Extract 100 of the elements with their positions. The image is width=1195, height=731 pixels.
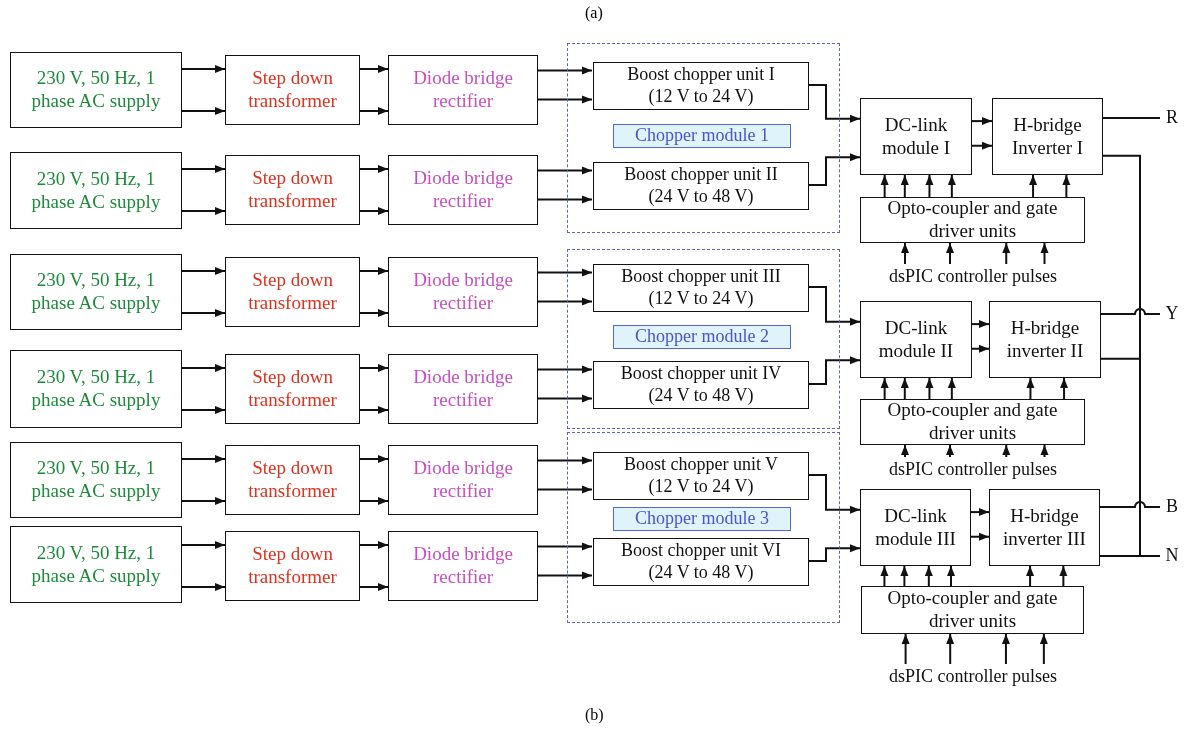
- arrow: [181, 455, 226, 463]
- box-label: Opto-coupler and gate driver units: [886, 587, 1059, 633]
- arrow: [925, 377, 934, 400]
- terminal-label: B: [1160, 493, 1184, 521]
- box-label: 230 V, 50 Hz, 1 phase AC supply: [30, 541, 162, 588]
- box-label: (24 V to 48 V): [648, 562, 754, 584]
- connector-line: [1102, 117, 1161, 119]
- arrow: [181, 541, 226, 549]
- arrow: [537, 268, 593, 277]
- process-box: [860, 301, 972, 378]
- arrow: [537, 66, 593, 75]
- arrow: [359, 165, 389, 173]
- box-label: Boost chopper unit II: [624, 164, 778, 186]
- box-label: Diode bridge rectifier: [412, 67, 514, 113]
- process-box: [225, 155, 360, 225]
- arrow: [901, 633, 910, 665]
- box-label: Step down transformer: [247, 67, 338, 113]
- box-label: Diode bridge rectifier: [412, 269, 514, 315]
- arrow: [807, 474, 861, 514]
- box-label: H-bridge inverter II: [1005, 316, 1085, 363]
- arrow: [359, 267, 389, 275]
- arrow: [970, 532, 990, 541]
- box-label: (12 V to 24 V): [648, 288, 754, 310]
- arrow: [537, 456, 593, 465]
- arrow: [537, 485, 593, 494]
- process-box: [10, 350, 182, 428]
- box-label: DC-link module II: [877, 316, 955, 363]
- arrow: [880, 565, 889, 587]
- arrow: [946, 444, 954, 458]
- arrow: [970, 508, 990, 517]
- box-label: Diode bridge rectifier: [412, 543, 514, 589]
- arrow: [880, 174, 889, 198]
- box-label: 230 V, 50 Hz, 1 phase AC supply: [30, 167, 162, 214]
- arrow: [181, 165, 226, 173]
- process-box: [388, 445, 538, 515]
- arrow: [181, 497, 226, 505]
- arrow: [1059, 565, 1068, 587]
- box-label: DC-link module I: [880, 113, 952, 160]
- arrow: [971, 117, 993, 126]
- box-label: Step down transformer: [247, 269, 338, 315]
- arrow: [1002, 242, 1011, 265]
- box-label: (12 V to 24 V): [648, 86, 754, 108]
- arrow: [946, 242, 954, 265]
- box-label: H-bridge inverter III: [1002, 504, 1087, 551]
- box-label: 230 V, 50 Hz, 1 phase AC supply: [30, 269, 162, 315]
- process-box: [861, 586, 1084, 634]
- box-label: (12 V to 24 V): [648, 476, 754, 498]
- box-label: Boost chopper unit IV: [620, 363, 782, 385]
- arrow: [946, 633, 955, 665]
- arrow: [359, 541, 389, 549]
- box-label: DC-link module III: [874, 504, 957, 551]
- panel-label: (a): [585, 4, 603, 22]
- process-box: [388, 155, 538, 225]
- arrow: [901, 444, 909, 458]
- dashed-group-box: [567, 43, 840, 233]
- box-label: Boost chopper unit I: [627, 64, 775, 86]
- box-label: Diode bridge rectifier: [412, 457, 514, 503]
- arrow: [359, 455, 389, 463]
- process-box: [388, 354, 538, 424]
- arrow: [1029, 174, 1038, 198]
- box-label: Boost chopper unit V: [623, 454, 779, 476]
- process-box: [225, 55, 360, 125]
- arrow: [971, 141, 993, 150]
- arrow: [359, 65, 389, 73]
- process-box: [388, 55, 538, 125]
- arrow: [807, 84, 861, 123]
- box-label: Diode bridge rectifier: [412, 167, 514, 213]
- arrow: [537, 195, 593, 204]
- process-box: [593, 264, 809, 312]
- dashed-group-box: [567, 432, 840, 623]
- process-box: [989, 301, 1101, 378]
- arrow: [359, 583, 389, 591]
- dashed-group-box: [567, 249, 840, 429]
- arrow: [807, 286, 861, 326]
- arrow: [359, 497, 389, 505]
- arrow: [1039, 633, 1048, 665]
- process-box: [860, 98, 972, 175]
- box-label: Boost chopper unit III: [621, 266, 781, 288]
- arrow: [900, 377, 909, 400]
- arrow: [537, 365, 593, 374]
- connector-line: [1099, 555, 1161, 557]
- process-box: [225, 257, 360, 327]
- box-label: 230 V, 50 Hz, 1 phase AC supply: [30, 366, 162, 412]
- arrow: [537, 394, 593, 403]
- arrow: [1060, 377, 1069, 400]
- terminal-label: N: [1160, 542, 1184, 570]
- process-box: [860, 399, 1085, 445]
- connector-line: [1099, 501, 1161, 508]
- box-label: 230 V, 50 Hz, 1 phase AC supply: [30, 457, 162, 503]
- signal-label: dsPIC controller pulses: [858, 664, 1088, 690]
- arrow: [359, 406, 389, 414]
- arrow: [181, 406, 226, 414]
- box-label: Boost chopper unit VI: [620, 540, 782, 562]
- process-box: [10, 52, 182, 128]
- process-box: [225, 354, 360, 424]
- process-box: [10, 152, 182, 229]
- process-box: [860, 197, 1085, 243]
- arrow: [181, 309, 226, 317]
- arrow: [1040, 242, 1049, 265]
- module-label: Chopper module 2: [613, 324, 791, 349]
